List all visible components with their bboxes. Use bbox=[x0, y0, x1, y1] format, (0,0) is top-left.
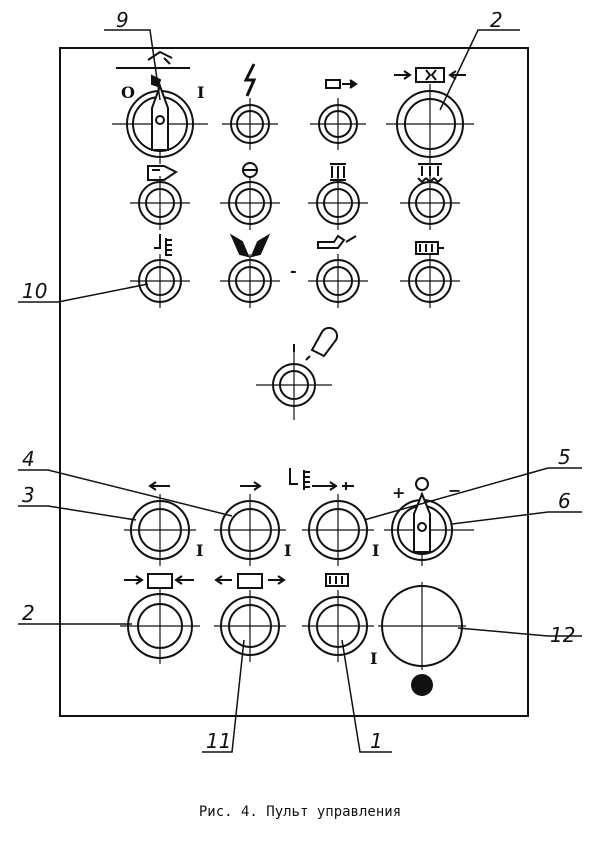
button-row3-3 bbox=[308, 234, 368, 308]
button-5 bbox=[289, 468, 374, 566]
selector-2-bottom bbox=[120, 573, 200, 664]
lamp-icon bbox=[305, 326, 339, 361]
label-3: 3 bbox=[22, 483, 35, 507]
label-10: 10 bbox=[22, 279, 47, 303]
button-1 bbox=[302, 573, 374, 662]
motor-icon bbox=[415, 241, 444, 255]
button-row2-3 bbox=[308, 163, 368, 230]
clamp-icon-bottom bbox=[147, 573, 173, 589]
label-5: 5 bbox=[558, 445, 571, 469]
depth-arrow-icon bbox=[289, 468, 354, 491]
label-2-bottom: 2 bbox=[22, 601, 35, 625]
label-6: 6 bbox=[558, 489, 571, 513]
label-11: 11 bbox=[206, 729, 231, 753]
figure-caption: Рис. 4. Пульт управления bbox=[198, 804, 402, 820]
button-row3-4 bbox=[400, 241, 460, 308]
label-12: 12 bbox=[550, 623, 575, 647]
depth-gauge-icon bbox=[154, 234, 172, 256]
nozzle-icon bbox=[325, 79, 341, 89]
label-2-top: 2 bbox=[490, 8, 503, 32]
tool-holder-icon bbox=[147, 165, 178, 181]
wrench-icon bbox=[151, 74, 162, 88]
feed-down-icon bbox=[330, 163, 346, 181]
mark-minus-row3: - bbox=[290, 261, 297, 280]
button-3 bbox=[124, 481, 196, 566]
mark-one-3: I bbox=[196, 541, 203, 560]
motor-start-icon bbox=[325, 573, 349, 587]
button-4 bbox=[214, 481, 286, 566]
mark-one-1: I bbox=[370, 649, 377, 668]
row5-buttons bbox=[120, 573, 466, 670]
row4-buttons bbox=[124, 468, 474, 566]
jog-hand-icon bbox=[317, 234, 357, 249]
clamp-icon bbox=[415, 67, 445, 83]
lightning-icon bbox=[243, 63, 257, 97]
indicator-dot bbox=[411, 674, 433, 696]
button-coolant bbox=[310, 79, 366, 150]
label-1: 1 bbox=[370, 729, 383, 753]
row2-buttons bbox=[130, 162, 460, 230]
mark-one-4: I bbox=[284, 541, 291, 560]
mark-plus: + bbox=[392, 483, 405, 502]
arrow-left-icon bbox=[148, 481, 170, 491]
selector-switch-6 bbox=[384, 477, 474, 566]
leader-lines bbox=[18, 29, 582, 753]
button-row3-1 bbox=[130, 234, 190, 308]
arrow-right-icon bbox=[240, 481, 262, 491]
mark-zero-top: O bbox=[121, 83, 135, 102]
button-row2-1 bbox=[130, 165, 190, 230]
two-hands-icon bbox=[229, 233, 271, 258]
selector-switch-9 bbox=[112, 50, 208, 164]
unclamp-icon bbox=[237, 573, 263, 589]
button-power bbox=[222, 63, 278, 150]
emergency-stop-12 bbox=[378, 582, 466, 670]
mark-one-5: I bbox=[372, 541, 379, 560]
button-row2-4 bbox=[400, 163, 460, 230]
panel-frame bbox=[59, 47, 529, 717]
button-lamp bbox=[256, 326, 339, 420]
mark-minus-6: − bbox=[448, 481, 461, 500]
label-4: 4 bbox=[22, 447, 35, 471]
row3-buttons bbox=[130, 233, 460, 308]
label-9: 9 bbox=[116, 8, 129, 32]
button-row2-2 bbox=[220, 162, 280, 230]
selector-2-top bbox=[386, 67, 474, 164]
button-row3-2 bbox=[220, 233, 280, 308]
button-11 bbox=[214, 573, 286, 662]
mark-one-top: I bbox=[197, 83, 204, 102]
fast-feed-icon bbox=[417, 163, 443, 184]
